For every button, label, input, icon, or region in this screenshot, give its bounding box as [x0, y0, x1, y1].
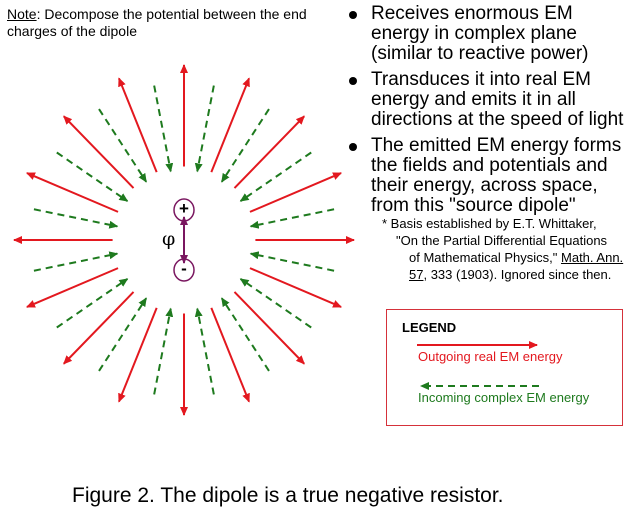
dipole-diagram	[13, 64, 355, 416]
bullet-dot-icon	[349, 77, 357, 85]
bullet-item: Transduces it into real EM energy and em…	[346, 70, 636, 130]
source-dipole	[173, 198, 195, 282]
incoming-energy-arrow	[220, 108, 270, 183]
legend-incoming-label: Incoming complex EM energy	[418, 390, 590, 405]
footnote-line: "On the Partial Differential Equations	[396, 233, 608, 248]
incoming-energy-arrow	[239, 151, 312, 202]
outgoing-energy-arrow	[249, 267, 342, 308]
footnote-line: * Basis established by E.T. Whittaker,	[382, 216, 597, 231]
footnote-text: , 333 (1903). Ignored since then.	[423, 267, 612, 282]
outgoing-energy-arrow	[210, 307, 250, 403]
incoming-energy-arrow	[33, 251, 119, 272]
outgoing-energy-arrow	[118, 307, 158, 403]
footnote: * Basis established by E.T. Whittaker, "…	[382, 215, 640, 283]
minus-sign: -	[181, 259, 187, 278]
bullet-dot-icon	[349, 11, 357, 19]
incoming-energy-arrow	[33, 208, 119, 229]
figure-caption: Figure 2. The dipole is a true negative …	[72, 484, 504, 507]
incoming-energy-arrow	[153, 307, 174, 395]
bullet-text: Receives enormous EM energy in complex p…	[371, 3, 589, 64]
outgoing-energy-arrow	[233, 115, 305, 189]
footnote-text: of Mathematical Physics,"	[409, 250, 562, 265]
legend-swatches	[417, 341, 539, 390]
incoming-energy-arrow	[220, 297, 270, 372]
bullet-dot-icon	[349, 143, 357, 151]
incoming-energy-arrow	[56, 278, 129, 329]
outgoing-energy-arrow	[26, 267, 119, 308]
legend-title: LEGEND	[402, 320, 457, 335]
incoming-energy-arrow	[239, 278, 312, 329]
phi-symbol: φ	[162, 228, 176, 250]
bullet-list: Receives enormous EM energy in complex p…	[346, 4, 636, 222]
outgoing-energy-arrow	[118, 77, 158, 173]
outgoing-energy-arrow	[63, 115, 135, 189]
outgoing-energy-arrow	[233, 291, 305, 365]
outgoing-energy-arrow	[63, 291, 135, 365]
footnote-volume: 57	[409, 267, 424, 282]
bullet-text: The emitted EM energy forms the fields a…	[371, 135, 622, 216]
incoming-energy-arrow	[249, 251, 335, 272]
outgoing-energy-arrow	[210, 77, 250, 173]
incoming-energy-arrow	[249, 208, 335, 229]
legend-outgoing-label: Outgoing real EM energy	[418, 349, 563, 364]
incoming-energy-arrow	[56, 151, 129, 202]
radiation-rays	[13, 64, 355, 416]
bullet-item: Receives enormous EM energy in complex p…	[346, 4, 636, 64]
incoming-energy-arrow	[98, 108, 148, 183]
bullet-text: Transduces it into real EM energy and em…	[371, 69, 624, 130]
note-text: Note: Decompose the potential between th…	[7, 6, 317, 40]
outgoing-energy-arrow	[249, 172, 342, 213]
legend-box: LEGEND Outgoing real EM energy Incoming …	[386, 309, 623, 426]
note-body: : Decompose the potential between the en…	[7, 6, 307, 39]
bullet-item: The emitted EM energy forms the fields a…	[346, 136, 636, 216]
footnote-journal: Math. Ann.	[561, 250, 624, 265]
footnote-line: 57, 333 (1903). Ignored since then.	[382, 266, 640, 283]
footnote-line: of Mathematical Physics," Math. Ann.	[382, 249, 640, 266]
incoming-energy-arrow	[98, 297, 148, 372]
note-label: Note	[7, 6, 37, 22]
incoming-energy-arrow	[194, 85, 215, 173]
plus-sign: +	[179, 199, 189, 218]
incoming-energy-arrow	[194, 307, 215, 395]
outgoing-energy-arrow	[26, 172, 119, 213]
incoming-energy-arrow	[153, 85, 174, 173]
